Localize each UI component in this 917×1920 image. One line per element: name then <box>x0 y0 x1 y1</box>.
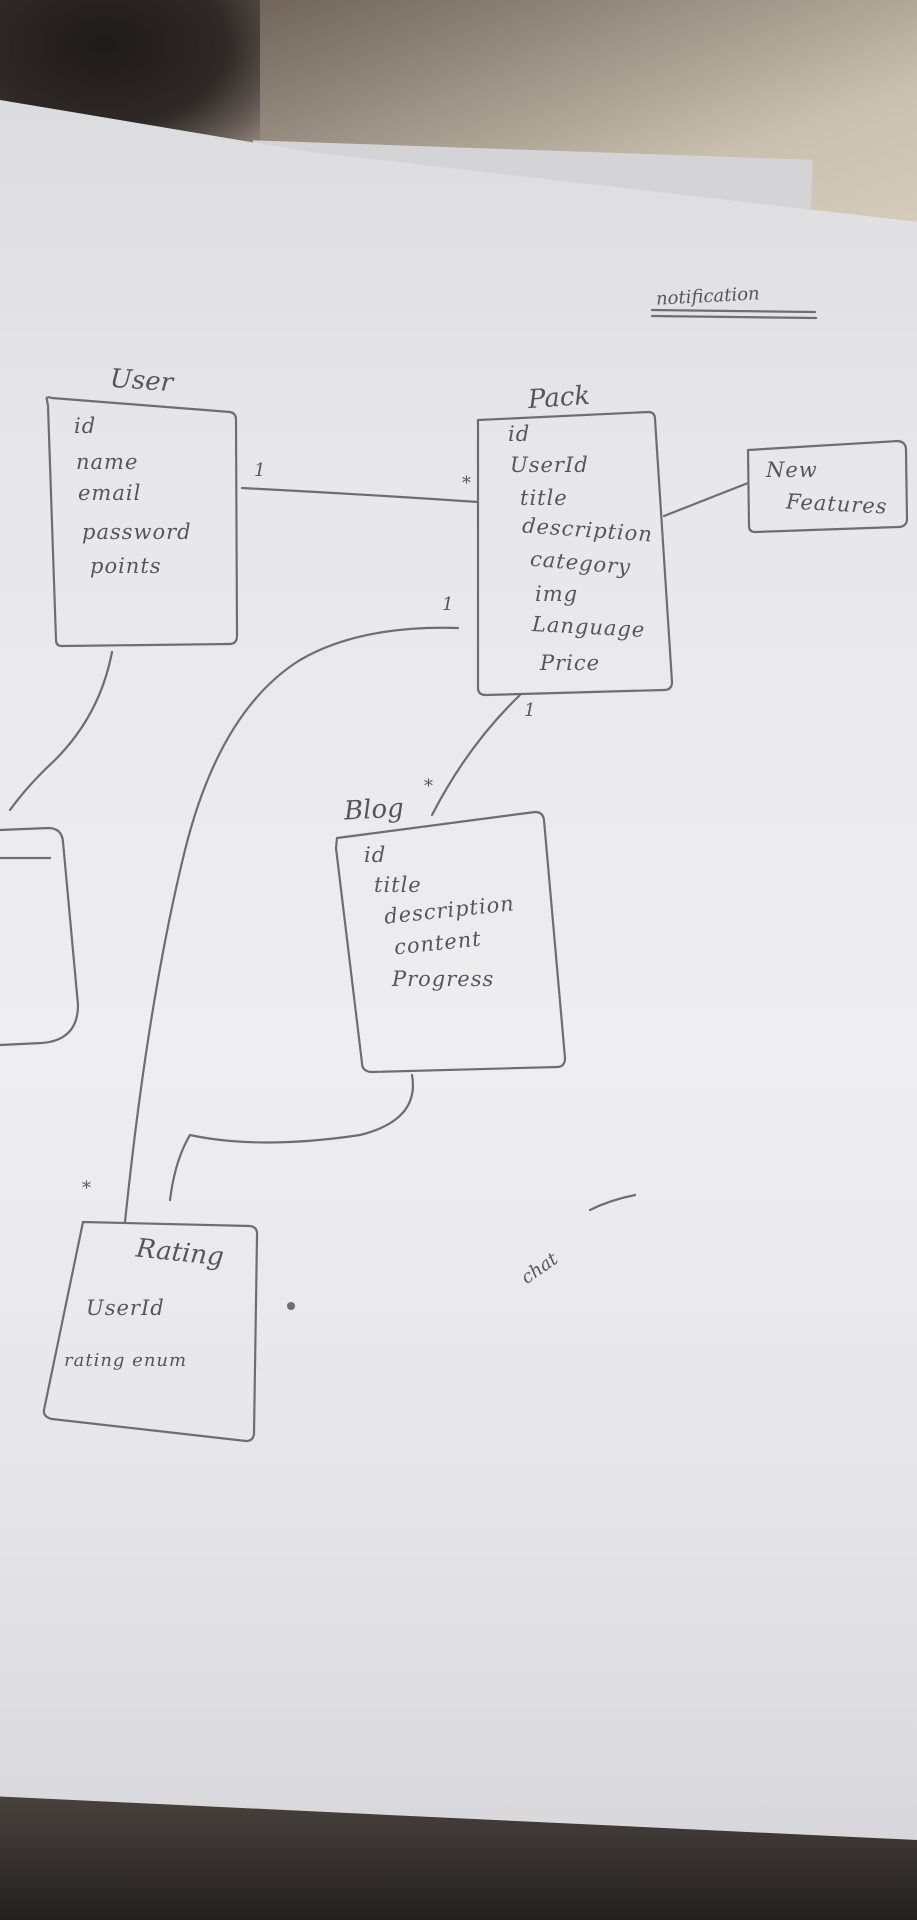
pack-field-id: id <box>508 422 531 446</box>
user-field-points: points <box>90 554 162 578</box>
pack-entity-box <box>476 410 674 697</box>
blog-loop-link <box>168 1073 415 1202</box>
pack-field-userid: UserId <box>510 453 589 477</box>
new-feature-title: New <box>766 458 818 482</box>
user-field-password: password <box>82 520 192 544</box>
pack-entity-title: Pack <box>527 380 592 416</box>
multiplicity-pack-rating-rating: * <box>82 1178 91 1199</box>
user-pack-link <box>240 486 480 504</box>
user-entity-title: User <box>109 363 175 399</box>
multiplicity-pack-blog-blog: * <box>424 776 433 797</box>
blog-field-id: id <box>364 843 387 867</box>
blog-field-title: title <box>374 873 422 897</box>
rating-field-userid: UserId <box>86 1296 165 1320</box>
scribble-stroke <box>588 1193 637 1212</box>
user-partial-link <box>8 650 114 812</box>
pack-newfeature-link <box>662 481 750 518</box>
multiplicity-pack-rating-pack: 1 <box>442 594 454 615</box>
pack-field-img: img <box>535 582 579 606</box>
new-feature-field-features: Features <box>785 489 889 519</box>
new-feature-entity-box <box>746 439 909 534</box>
user-field-name: name <box>76 450 139 474</box>
user-entity-box <box>45 396 239 648</box>
user-field-id: id <box>74 414 97 438</box>
pack-blog-link <box>430 693 522 817</box>
rating-entity-box <box>42 1220 259 1443</box>
note-underline <box>650 308 818 320</box>
paper-sheet <box>0 100 917 1840</box>
blog-entity-box <box>334 810 567 1074</box>
pack-field-language: Language <box>531 612 646 642</box>
multiplicity-pack-blog-pack: 1 <box>524 700 536 721</box>
rating-field-rating-enum: rating enum <box>64 1350 188 1371</box>
partial-entity-box <box>0 826 80 1047</box>
blog-entity-title: Blog <box>343 793 405 827</box>
multiplicity-user-pack-pack: * <box>462 473 471 494</box>
pack-field-price: Price <box>540 651 601 675</box>
blog-field-progress: Progress <box>392 967 495 991</box>
user-field-email: email <box>78 481 142 505</box>
pack-field-title: title <box>520 486 568 510</box>
pack-rating-link <box>123 626 460 1224</box>
pencil-dot <box>287 1302 295 1310</box>
multiplicity-user-pack-user: 1 <box>254 460 266 481</box>
